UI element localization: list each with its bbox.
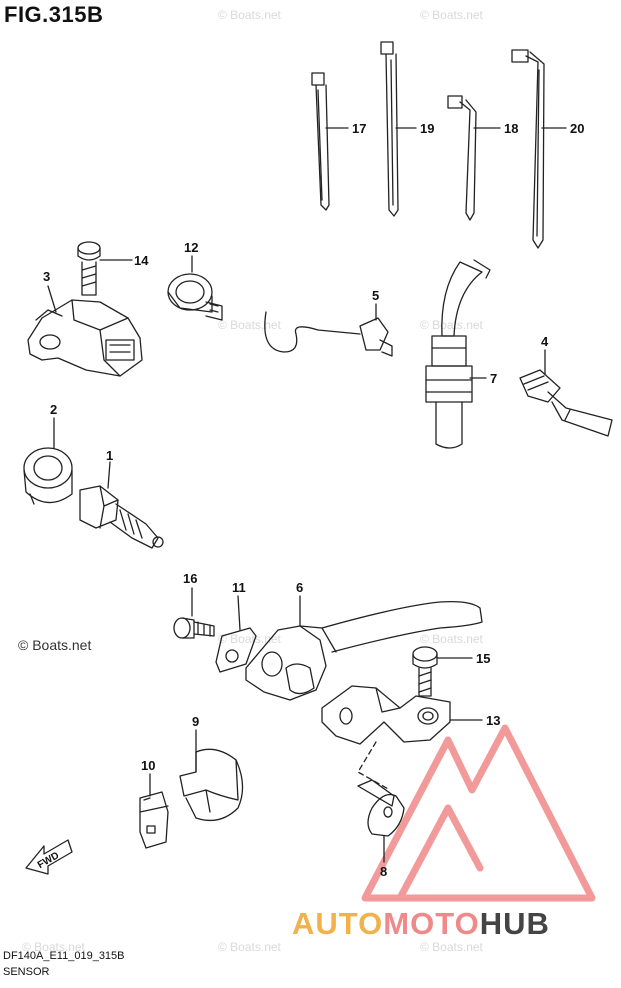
watermark: © Boats.net: [420, 318, 483, 332]
temp-sensor-4-icon: [519, 369, 613, 437]
watermark: © Boats.net: [420, 940, 483, 954]
callout-6: 6: [296, 580, 303, 595]
pressure-switch-12-icon: [167, 273, 223, 321]
figure-title: FIG.315B: [4, 2, 104, 27]
map-sensor-3-icon: [27, 299, 143, 377]
watermark: © Boats.net: [22, 940, 85, 954]
cable-tie-17-icon: [311, 72, 330, 211]
watermark: © Boats.net: [420, 8, 483, 22]
sensor-8-icon: [357, 779, 405, 837]
brand-part-auto: AUTO: [292, 906, 384, 941]
callout-17: 17: [352, 121, 366, 136]
o2-sensor-7-icon: [425, 259, 491, 449]
brand-part-moto: MOTO: [383, 906, 480, 941]
cable-tie-18-icon: [447, 95, 477, 221]
callout-labels: 17 19 18 20 14 12 3 5 4 7 2 1 16 11 6 15…: [43, 121, 584, 879]
brand-logo-icon: [361, 724, 596, 902]
cable-tie-20-icon: [511, 49, 545, 249]
callout-19: 19: [420, 121, 434, 136]
plate-11-icon: [215, 627, 257, 673]
watermark: © Boats.net: [218, 8, 281, 22]
diagram-code: DF140A_E11_019_315B: [3, 950, 125, 962]
callout-7: 7: [490, 371, 497, 386]
bolt-15-icon: [412, 646, 438, 697]
brand-wordmark: AUTOMOTOHUB: [292, 906, 550, 942]
callout-4: 4: [541, 334, 549, 349]
callout-12: 12: [184, 240, 198, 255]
leader-lines: [47, 127, 567, 863]
callout-2: 2: [50, 402, 57, 417]
callout-8: 8: [380, 864, 387, 879]
callout-9: 9: [192, 714, 199, 729]
diagram-name: SENSOR: [3, 966, 50, 978]
callout-3: 3: [43, 269, 50, 284]
watermark: © Boats.net: [218, 632, 281, 646]
sensor-1-icon: [79, 485, 164, 549]
watermark: © Boats.net: [218, 940, 281, 954]
bolt-14-icon: [77, 241, 101, 296]
callout-11: 11: [232, 580, 246, 595]
watermark-main: © Boats.net: [18, 637, 92, 653]
clamp-9-icon: [179, 748, 244, 822]
callout-10: 10: [141, 758, 155, 773]
callout-15: 15: [476, 651, 490, 666]
bracket-13-icon: [321, 685, 451, 745]
bolt-16-icon: [173, 617, 215, 639]
crank-sensor-6-icon: [245, 600, 483, 701]
wire-sensor-5-icon: [264, 311, 393, 357]
fwd-arrow-icon: [25, 839, 73, 875]
callout-18: 18: [504, 121, 518, 136]
callout-20: 20: [570, 121, 584, 136]
callout-5: 5: [372, 288, 379, 303]
grommet-2-icon: [23, 447, 73, 505]
cable-tie-19-icon: [380, 41, 399, 217]
callout-1: 1: [106, 448, 113, 463]
callout-16: 16: [183, 571, 197, 586]
callout-14: 14: [134, 253, 149, 268]
callout-13: 13: [486, 713, 500, 728]
watermark: © Boats.net: [420, 632, 483, 646]
brand-part-hub: HUB: [479, 906, 550, 941]
plate-10-icon: [139, 791, 169, 849]
